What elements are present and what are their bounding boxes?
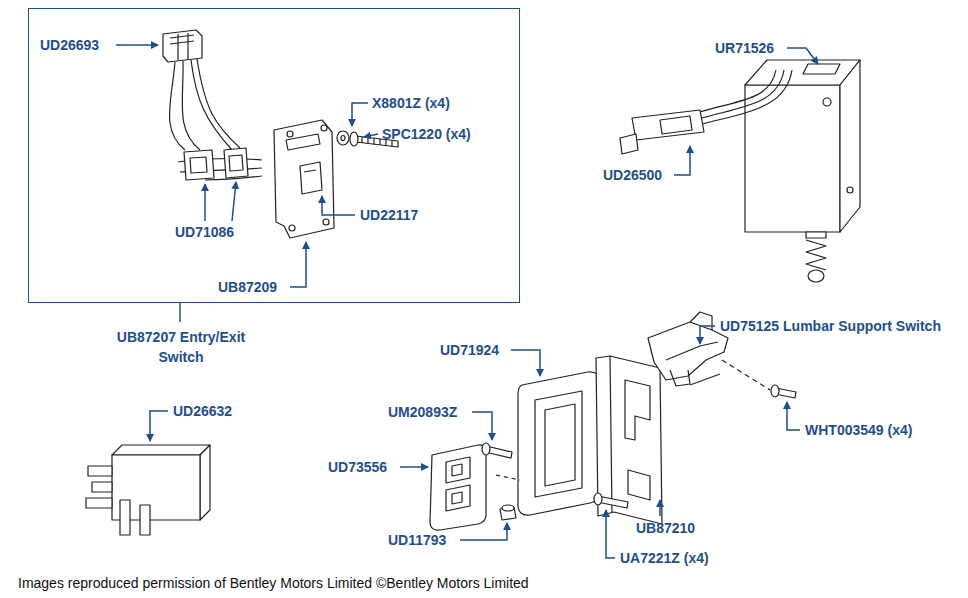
part-number: UD26500 — [603, 166, 662, 184]
part-number: UM20893Z — [388, 403, 457, 421]
image-credit: Images reproduced permission of Bentley … — [18, 574, 529, 592]
part-number: SPC1220 (x4) — [382, 125, 471, 143]
part-number: UB87210 — [636, 519, 695, 537]
part-number: UD22117 — [360, 206, 418, 224]
part-number: UD26693 — [40, 36, 99, 54]
part-number: UD26632 — [173, 402, 232, 420]
part-number: X8801Z (x4) — [372, 94, 450, 112]
part-number: UD73556 — [328, 458, 387, 476]
part-number: UB87209 — [218, 278, 277, 296]
part-number: WHT003549 (x4) — [805, 421, 912, 439]
part-number: UR71526 — [715, 39, 774, 57]
switch-group-frame: UB87207 Entry/Exit Switch — [28, 8, 520, 303]
part-number: UD71086 — [175, 223, 234, 241]
assembly-title: UB87207 Entry/Exit Switch — [116, 327, 246, 367]
part-number: UD71924 — [440, 341, 499, 359]
part-number: UD75125 Lumbar Support Switch — [720, 317, 941, 335]
part-number: UA7221Z (x4) — [620, 549, 709, 567]
part-number: UD11793 — [388, 531, 446, 549]
